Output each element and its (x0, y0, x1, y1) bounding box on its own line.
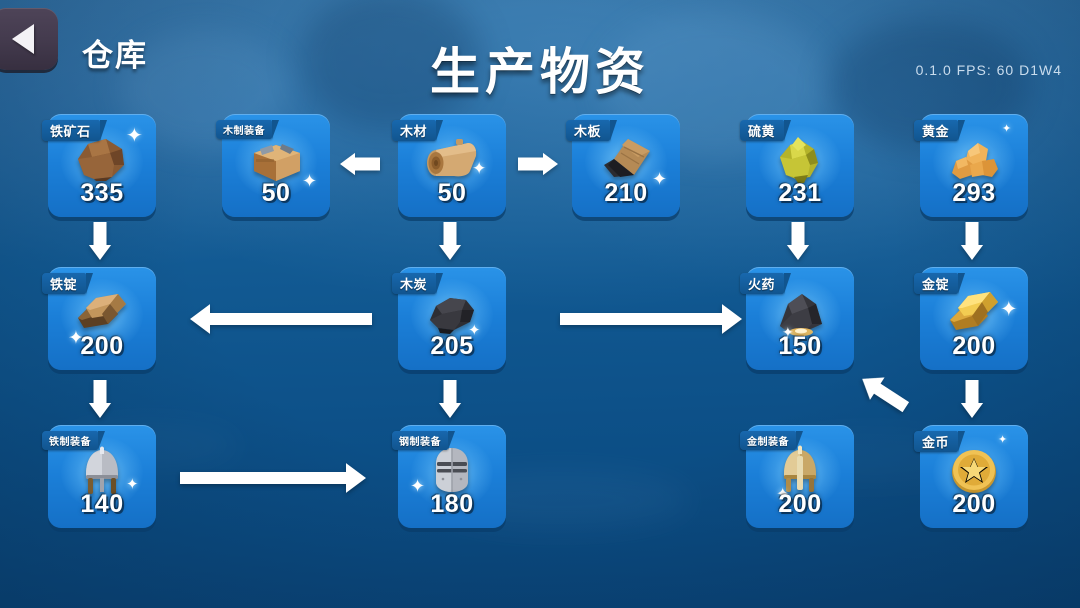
debug-info: 0.1.0 FPS: 60 D1W4 (915, 62, 1062, 78)
resource-count: 293 (952, 179, 996, 207)
resource-name-tag: 钢制装备 (392, 431, 455, 450)
resource-count: 210 (604, 179, 648, 207)
resource-name-tag: 铁锭 (42, 273, 94, 294)
resource-count: 140 (80, 490, 124, 518)
resource-count: 200 (80, 332, 124, 360)
resource-count: 50 (261, 179, 291, 207)
warehouse-label: 仓库 (82, 38, 148, 73)
resource-name-tag: 火药 (740, 273, 792, 294)
resource-name-tag: 木材 (392, 120, 444, 141)
resource-name-tag: 铁制装备 (42, 431, 105, 450)
resource-card-gold-ore[interactable]: 黄金✦293 (914, 114, 1028, 217)
resource-card-charcoal[interactable]: 木炭✦205 (392, 267, 506, 370)
resource-name-tag: 黄金 (914, 120, 966, 141)
resource-count: 200 (778, 490, 822, 518)
resource-card-iron-ore[interactable]: 铁矿石✦335 (42, 114, 156, 217)
back-triangle-icon (12, 24, 34, 54)
resource-card-sulfur[interactable]: 硫黄 231 (740, 114, 854, 217)
resource-card-iron-gear[interactable]: 铁制装备✦140 (42, 425, 156, 528)
back-button[interactable] (0, 8, 58, 70)
resource-name-tag: 铁矿石 (42, 120, 106, 141)
resource-count: 150 (778, 332, 822, 360)
resource-name-tag: 硫黄 (740, 120, 792, 141)
resource-count: 205 (430, 332, 474, 360)
resource-card-steel-gear[interactable]: 钢制装备✦180 (392, 425, 506, 528)
resource-name-tag: 木板 (566, 120, 618, 141)
resource-count: 50 (437, 179, 467, 207)
resource-card-plank[interactable]: 木板✦210 (566, 114, 680, 217)
resource-count: 200 (952, 332, 996, 360)
resource-name-tag: 木制装备 (216, 120, 279, 139)
resource-card-wooden-gear[interactable]: 木制装备✦50 (216, 114, 330, 217)
resource-card-gold-coin[interactable]: 金币✦200 (914, 425, 1028, 528)
resource-card-gold-gear[interactable]: 金制装备✦200 (740, 425, 854, 528)
resource-name-tag: 金锭 (914, 273, 966, 294)
resource-name-tag: 金制装备 (740, 431, 803, 450)
resource-name-tag: 金币 (914, 431, 966, 452)
resource-count: 180 (430, 490, 474, 518)
resource-card-wood[interactable]: 木材✦50 (392, 114, 506, 217)
resource-card-gunpowder[interactable]: 火药✦150 (740, 267, 854, 370)
resource-count: 200 (952, 490, 996, 518)
page-title: 生产物资 (430, 44, 650, 100)
resource-count: 231 (778, 179, 822, 207)
resource-card-gold-ingot[interactable]: 金锭✦200 (914, 267, 1028, 370)
resource-count: 335 (80, 179, 124, 207)
resource-name-tag: 木炭 (392, 273, 444, 294)
resource-card-iron-ingot[interactable]: 铁锭✦200 (42, 267, 156, 370)
